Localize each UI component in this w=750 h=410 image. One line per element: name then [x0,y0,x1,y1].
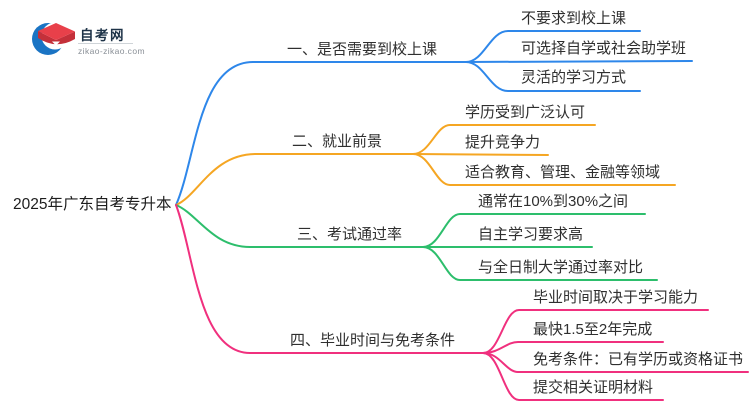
logo-divider [78,43,133,44]
branch2-child2[interactable]: 提升竞争力 [465,134,541,151]
branch3-topic[interactable]: 三、考试通过率 [297,226,403,243]
branch3-lines [175,204,658,281]
logo-subtitle: zikao-zikao.com [78,46,145,56]
branch4-child1[interactable]: 毕业时间取决于学习能力 [533,289,699,306]
branch2-lines [175,124,676,206]
branch3-child2[interactable]: 自主学习要求高 [478,226,584,243]
branch4-child2[interactable]: 最快1.5至2年完成 [533,321,653,338]
root-topic[interactable]: 2025年广东自考专升本 [13,196,172,213]
branch1-lines [175,30,693,206]
branch1-child1[interactable]: 不要求到校上课 [521,10,627,27]
logo-title: 自考网 [80,28,125,43]
branch4-child4[interactable]: 提交相关证明材料 [533,379,654,396]
branch2-topic[interactable]: 二、就业前景 [292,133,383,150]
branch2-child1[interactable]: 学历受到广泛认可 [465,104,586,121]
graduation-cap-icon [32,22,75,55]
branch4-child3[interactable]: 免考条件：已有学历或资格证书 [533,351,744,368]
branch1-child3[interactable]: 灵活的学习方式 [521,69,627,86]
branch3-child3[interactable]: 与全日制大学通过率对比 [478,259,644,276]
branch4-topic[interactable]: 四、毕业时间与免考条件 [290,332,456,349]
branch3-child1[interactable]: 通常在10%到30%之间 [478,193,629,210]
branch2-child3[interactable]: 适合教育、管理、金融等领域 [465,164,661,181]
branch1-child2[interactable]: 可选择自学或社会助学班 [521,40,687,57]
branch4-lines [175,204,749,401]
branch1-topic[interactable]: 一、是否需要到校上课 [287,41,438,58]
logo[interactable]: 自考网 zikao-zikao.com [25,14,155,64]
